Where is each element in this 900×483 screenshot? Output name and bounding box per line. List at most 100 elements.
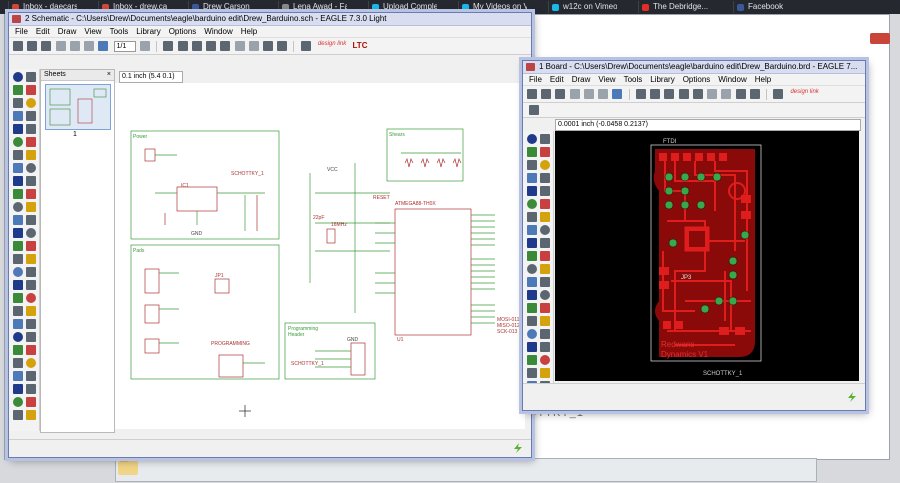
- tool-icon[interactable]: [527, 342, 537, 352]
- tool-icon[interactable]: [13, 176, 23, 186]
- tool-icon[interactable]: [13, 358, 23, 368]
- tool-icon[interactable]: [26, 371, 36, 381]
- ulp-icon[interactable]: [612, 89, 623, 99]
- tool-icon[interactable]: [527, 316, 537, 326]
- tool-icon[interactable]: [26, 111, 36, 121]
- tool-icon[interactable]: [26, 72, 36, 82]
- tool-icon[interactable]: [13, 384, 23, 394]
- browser-tab[interactable]: Facebook: [733, 1, 812, 13]
- redo-icon[interactable]: [721, 89, 732, 99]
- tool-icon[interactable]: [26, 85, 36, 95]
- tool-icon[interactable]: [13, 319, 23, 329]
- tool-icon[interactable]: [13, 85, 23, 95]
- tool-icon[interactable]: [13, 202, 23, 212]
- tool-icon[interactable]: [26, 163, 36, 173]
- menu-item-options[interactable]: Options: [682, 75, 711, 84]
- tool-icon[interactable]: [13, 228, 23, 238]
- menu-item-window[interactable]: Window: [718, 75, 747, 84]
- tool-icon[interactable]: [527, 186, 537, 196]
- board-canvas[interactable]: FTDI: [555, 131, 859, 381]
- menu-item-library[interactable]: Library: [136, 27, 161, 36]
- menu-item-window[interactable]: Window: [204, 27, 233, 36]
- menu-item-file[interactable]: File: [15, 27, 28, 36]
- tool-icon[interactable]: [540, 277, 550, 287]
- tool-icon[interactable]: [26, 228, 36, 238]
- tool-icon[interactable]: [527, 368, 537, 378]
- tool-icon[interactable]: [527, 147, 537, 157]
- browser-tab[interactable]: Drew Carson: [188, 1, 257, 13]
- tool-icon[interactable]: [13, 280, 23, 290]
- tool-icon[interactable]: [26, 176, 36, 186]
- tool-icon[interactable]: [26, 397, 36, 407]
- close-icon[interactable]: ×: [106, 71, 111, 78]
- browser-tab[interactable]: Upload Complete! ...: [368, 1, 437, 13]
- tool-icon[interactable]: [540, 251, 550, 261]
- tool-icon[interactable]: [26, 254, 36, 264]
- redraw-icon[interactable]: [206, 41, 217, 51]
- folder-icon[interactable]: [118, 458, 138, 475]
- tool-icon[interactable]: [527, 264, 537, 274]
- tool-icon[interactable]: [540, 238, 550, 248]
- stop-icon[interactable]: [262, 41, 273, 51]
- menu-item-view[interactable]: View: [84, 27, 102, 36]
- menu-item-tools[interactable]: Tools: [623, 75, 643, 84]
- sheet-thumbnail[interactable]: [45, 84, 111, 130]
- tool-icon[interactable]: [540, 290, 550, 300]
- go-icon[interactable]: [277, 41, 288, 51]
- redraw-icon[interactable]: [678, 89, 689, 99]
- tool-icon[interactable]: [13, 306, 23, 316]
- tool-icon[interactable]: [26, 319, 36, 329]
- print-icon[interactable]: [41, 41, 52, 51]
- tool-icon[interactable]: [540, 264, 550, 274]
- script-icon[interactable]: [84, 41, 95, 51]
- ltc-logo[interactable]: LTC: [352, 41, 368, 50]
- run-bolt-icon[interactable]: [513, 443, 523, 453]
- tool-icon[interactable]: [527, 303, 537, 313]
- tool-icon[interactable]: [527, 173, 537, 183]
- open-icon[interactable]: [13, 41, 23, 51]
- tool-icon[interactable]: [540, 186, 550, 196]
- tool-icon[interactable]: [13, 332, 23, 342]
- tool-icon[interactable]: [540, 147, 550, 157]
- browser-tab[interactable]: Inbox - drew.carso...: [98, 1, 167, 13]
- menu-item-draw[interactable]: Draw: [57, 27, 77, 36]
- zoom-select-icon[interactable]: [220, 41, 231, 51]
- tool-icon[interactable]: [527, 277, 537, 287]
- zoom-out-icon[interactable]: [191, 41, 202, 51]
- zoom-out-icon[interactable]: [664, 89, 675, 99]
- design-link-logo[interactable]: design link: [790, 89, 819, 95]
- grid-icon[interactable]: [529, 105, 539, 115]
- tool-icon[interactable]: [26, 124, 36, 134]
- tool-icon[interactable]: [26, 332, 36, 342]
- cam-icon[interactable]: [55, 41, 66, 51]
- tool-icon[interactable]: [540, 173, 550, 183]
- undo-icon[interactable]: [707, 89, 718, 99]
- redo-icon[interactable]: [248, 41, 259, 51]
- tool-icon[interactable]: [26, 215, 36, 225]
- undo-icon[interactable]: [234, 41, 245, 51]
- tool-icon[interactable]: [13, 410, 23, 420]
- tool-icon[interactable]: [13, 150, 23, 160]
- tool-icon[interactable]: [26, 280, 36, 290]
- menu-item-help[interactable]: Help: [754, 75, 772, 84]
- help-icon[interactable]: [773, 89, 784, 99]
- schematic-canvas[interactable]: Power Pads Shears Programming Header IC1…: [115, 83, 525, 429]
- tool-icon[interactable]: [540, 329, 550, 339]
- tool-icon[interactable]: [527, 329, 537, 339]
- run-bolt-icon[interactable]: [847, 392, 857, 402]
- menu-item-view[interactable]: View: [598, 75, 616, 84]
- help-icon[interactable]: [300, 41, 311, 51]
- zoom-in-icon[interactable]: [177, 41, 188, 51]
- menu-item-edit[interactable]: Edit: [549, 75, 564, 84]
- browser-tab[interactable]: Inbox - daecarson@...: [8, 1, 77, 13]
- print-icon[interactable]: [555, 89, 566, 99]
- save-icon[interactable]: [27, 41, 38, 51]
- cam-icon[interactable]: [569, 89, 580, 99]
- tool-icon[interactable]: [540, 212, 550, 222]
- menu-item-library[interactable]: Library: [650, 75, 675, 84]
- tool-icon[interactable]: [540, 134, 550, 144]
- tool-icon[interactable]: [13, 98, 23, 108]
- tool-icon[interactable]: [26, 267, 36, 277]
- tool-icon[interactable]: [13, 293, 23, 303]
- menu-item-tools[interactable]: Tools: [109, 27, 129, 36]
